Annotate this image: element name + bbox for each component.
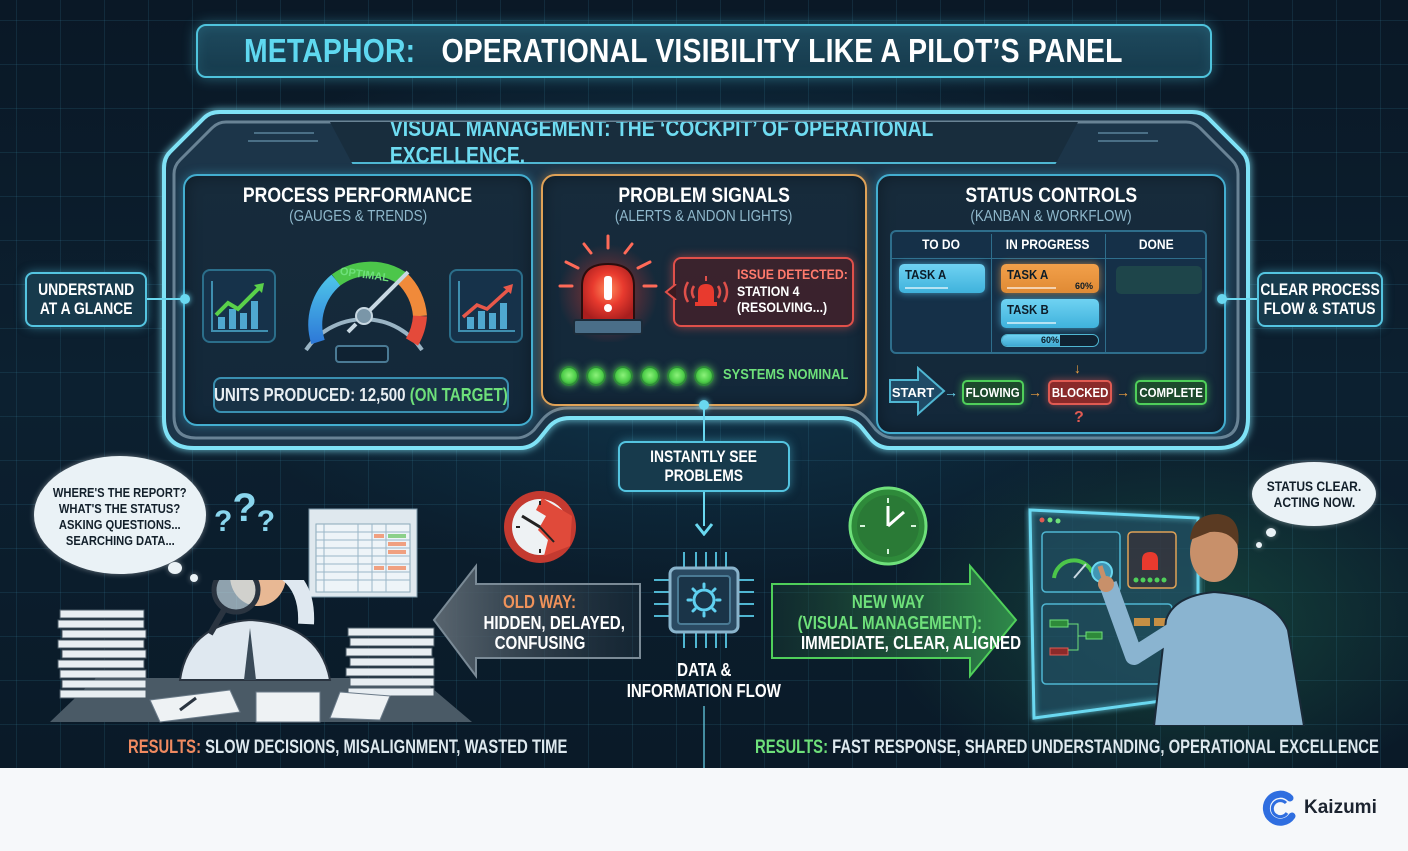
new-way-text: NEW WAY (VISUAL MANAGEMENT): IMMEDIATE, … xyxy=(797,592,1022,653)
trend-up-red-icon xyxy=(449,269,523,343)
brand-logo[interactable]: Kaizumi xyxy=(1262,790,1377,826)
thought-dot xyxy=(1266,528,1276,537)
andon-led-row xyxy=(559,366,714,386)
gauge-icon: OPTIMAL xyxy=(304,261,427,363)
units-status: (ON TARGET) xyxy=(409,384,508,405)
thought-bubble-old xyxy=(34,456,206,574)
old-way-text: OLD WAY: HIDDEN, DELAYED, CONFUSING xyxy=(483,592,625,653)
workflow-step-blocked[interactable]: BLOCKED xyxy=(1048,380,1112,405)
thought-dot xyxy=(1256,542,1262,548)
kanban-column-done: DONE xyxy=(1138,236,1174,252)
thought-dot xyxy=(168,562,182,574)
question-marks-icon: ??? xyxy=(214,486,276,538)
trend-up-green-icon xyxy=(202,269,276,343)
status-led xyxy=(640,366,660,386)
person-touchscreen-icon xyxy=(1028,508,1306,726)
connector-dot xyxy=(1217,294,1227,304)
kanban-column-todo: TO DO xyxy=(922,236,961,252)
status-led xyxy=(613,366,633,386)
connector-dot xyxy=(699,400,709,410)
thought-text-old: WHERE'S THE REPORT? WHAT'S THE STATUS? A… xyxy=(53,485,187,548)
frame-subtitle: VISUAL MANAGEMENT: THE ‘COCKPIT’ OF OPER… xyxy=(330,122,1078,164)
panel-title: STATUS CONTROLS xyxy=(965,184,1137,207)
old-way-arrow xyxy=(432,563,641,679)
issue-detected-text: ISSUE DETECTED: STATION 4 (RESOLVING...) xyxy=(737,266,848,315)
brand-name: Kaizumi xyxy=(1304,797,1377,818)
new-way-arrow xyxy=(771,563,1018,679)
start-arrow-icon: START xyxy=(889,366,946,416)
kanban-column-in-progress: IN PROGRESS xyxy=(1006,236,1090,252)
page-title: METAPHOR: OPERATIONAL VISIBILITY LIKE A … xyxy=(196,24,1212,78)
panel-title: PROCESS PERFORMANCE xyxy=(243,184,473,207)
divider-line xyxy=(703,706,705,768)
frame-subtitle-text: VISUAL MANAGEMENT: THE ‘COCKPIT’ OF OPER… xyxy=(389,115,933,168)
infographic-canvas: METAPHOR: OPERATIONAL VISIBILITY LIKE A … xyxy=(0,0,1408,768)
callout-pointer xyxy=(664,284,677,300)
andon-siren-icon xyxy=(558,234,658,342)
svg-text:START: START xyxy=(892,385,934,400)
kanban-card-progress-task-b[interactable]: TASK B xyxy=(1001,299,1099,328)
blocked-question-mark: ? xyxy=(1074,409,1084,426)
units-produced-readout: UNITS PRODUCED: 12,500 (ON TARGET) xyxy=(213,377,509,413)
decor-line xyxy=(1098,140,1158,142)
connector-line xyxy=(703,492,705,526)
thought-text-new: STATUS CLEAR. ACTING NOW. xyxy=(1266,478,1362,510)
spreadsheet-icon xyxy=(308,508,418,598)
connector-line xyxy=(147,298,183,300)
workflow-step-complete[interactable]: COMPLETE xyxy=(1135,380,1207,405)
results-new-way: RESULTS: FAST RESPONSE, SHARED UNDERSTAN… xyxy=(755,737,1379,758)
decor-line xyxy=(254,132,314,134)
status-led xyxy=(667,366,687,386)
broken-clock-icon xyxy=(504,491,576,563)
thought-bubble-new xyxy=(1252,462,1376,526)
units-label: UNITS PRODUCED: 12,500 xyxy=(214,384,406,405)
kanban-card-progress-task-a[interactable]: TASK A 60% xyxy=(1001,264,1099,293)
kanban-card-todo-task-a[interactable]: TASK A xyxy=(899,264,985,293)
task-progress-bar: 60% xyxy=(1001,334,1099,347)
results-old-way: RESULTS: SLOW DECISIONS, MISALIGNMENT, W… xyxy=(128,737,568,758)
panel-subtitle: (KANBAN & WORKFLOW) xyxy=(970,208,1132,225)
title-prefix: METAPHOR: xyxy=(244,32,416,69)
kaizumi-logo-icon xyxy=(1262,790,1296,826)
panel-title: PROBLEM SIGNALS xyxy=(618,184,790,207)
kanban-card-done-placeholder xyxy=(1116,266,1202,294)
arrow-down-icon xyxy=(694,523,714,536)
workflow-step-flowing[interactable]: FLOWING xyxy=(962,380,1024,405)
decor-line xyxy=(248,140,318,142)
panel-subtitle: (GAUGES & TRENDS) xyxy=(289,208,427,225)
status-led xyxy=(586,366,606,386)
panel-subtitle: (ALERTS & ANDON LIGHTS) xyxy=(615,208,793,225)
connector-line xyxy=(1226,298,1257,300)
footer xyxy=(0,768,1408,851)
stressed-person-desk-scene xyxy=(50,580,472,723)
title-text: OPERATIONAL VISIBILITY LIKE A PILOT’S PA… xyxy=(440,32,1123,69)
systems-nominal-label: SYSTEMS NOMINAL xyxy=(723,366,849,383)
processor-chip-icon xyxy=(654,552,754,648)
status-led xyxy=(694,366,714,386)
connector-line xyxy=(703,408,705,442)
data-flow-label: DATA & INFORMATION FLOW xyxy=(626,660,782,701)
decor-line xyxy=(1098,132,1148,134)
kanban-board: TO DO IN PROGRESS DONE TASK A TASK A 60%… xyxy=(890,230,1207,354)
alarm-bell-icon xyxy=(683,276,729,306)
clock-icon xyxy=(848,486,928,566)
connector-dot xyxy=(180,294,190,304)
thought-dot xyxy=(190,574,198,582)
status-led xyxy=(559,366,579,386)
